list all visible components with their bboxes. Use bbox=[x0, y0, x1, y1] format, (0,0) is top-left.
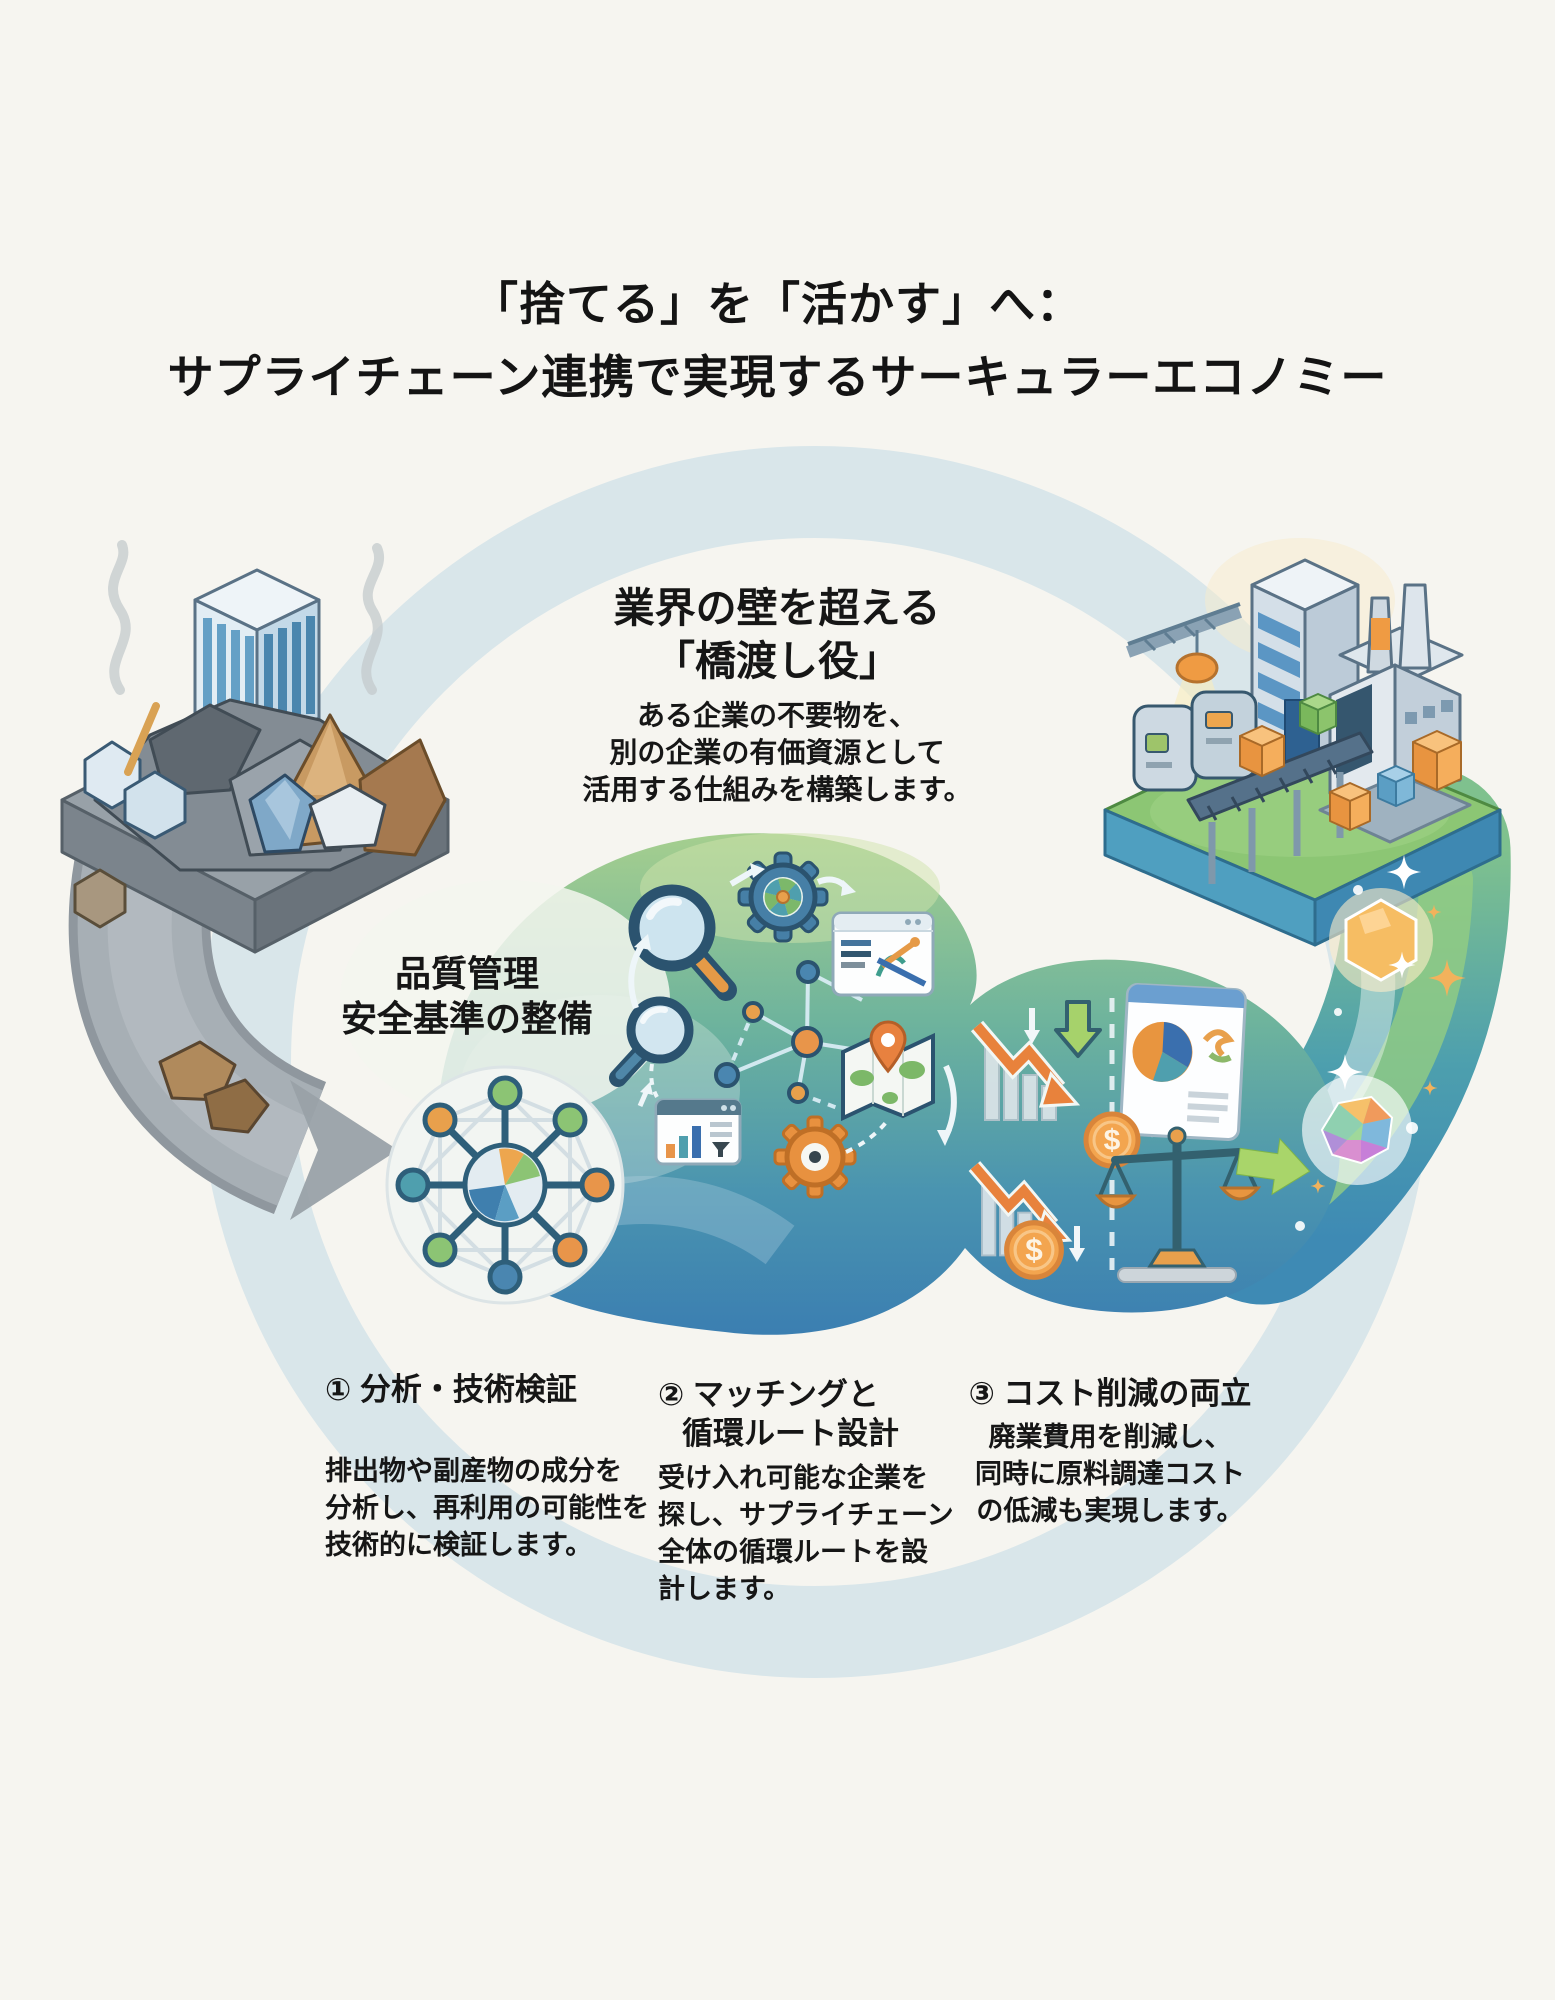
step-3-heading: ③ コスト削減の両立 bbox=[968, 1376, 1252, 1411]
title-line-2: サプライチェーン連携で実現するサーキュラーエコノミー bbox=[167, 351, 1388, 403]
step-2-body-line-2: 探し、サプライチェーン bbox=[658, 1500, 954, 1530]
step-2-matching: ② マッチングと 循環ルート設計 受け入れ可能な企業を 探し、サプライチェーン … bbox=[658, 1375, 1003, 1608]
orange-hexagon-gem-icon bbox=[1329, 888, 1433, 992]
step-2-body: 受け入れ可能な企業を 探し、サプライチェーン 全体の循環ルートを設 計します。 bbox=[658, 1460, 1003, 1608]
gem-sparkle-cluster bbox=[1295, 854, 1466, 1231]
step-2-heading-line-1: ② マッチングと bbox=[658, 1377, 879, 1412]
line-chart-window-icon bbox=[831, 911, 935, 997]
bridge-heading-line-2: 「橋渡し役」 bbox=[654, 638, 900, 684]
step-3-body-line-1: 廃業費用を削減し、 bbox=[988, 1422, 1232, 1452]
gear-fan-icon bbox=[737, 851, 829, 943]
pie-chart-window-icon bbox=[1119, 983, 1247, 1141]
factory-illustration bbox=[1103, 538, 1502, 947]
bridge-body-line-1: ある企業の不要物を、 bbox=[636, 700, 917, 731]
step-2-body-line-4: 計します。 bbox=[658, 1574, 791, 1604]
quality-line-1: 品質管理 bbox=[394, 953, 539, 994]
step-1-heading: ① 分析・技術検証 bbox=[325, 1372, 577, 1407]
step-2-body-line-3: 全体の循環ルートを設 bbox=[658, 1537, 928, 1567]
bridge-heading-line-1: 業界の壁を超える bbox=[613, 585, 941, 631]
step-3-body-line-2: 同時に原料調達コスト bbox=[975, 1459, 1245, 1489]
svg-text:$: $ bbox=[1104, 1124, 1121, 1157]
svg-text:$: $ bbox=[1025, 1232, 1043, 1268]
bridge-role-callout: 業界の壁を超える 「橋渡し役」 ある企業の不要物を、 別の企業の有価資源として … bbox=[477, 582, 1077, 808]
dollar-coin-icon: $ bbox=[1004, 1220, 1064, 1280]
green-down-arrow-icon bbox=[1054, 1000, 1102, 1058]
step-2-body-line-1: 受け入れ可能な企業を bbox=[658, 1463, 928, 1493]
sparkle-icon bbox=[1295, 854, 1466, 1231]
map-pin-icon bbox=[841, 1020, 935, 1122]
step-1-body-line-3: 技術的に検証します。 bbox=[325, 1530, 593, 1560]
waste-pile-illustration bbox=[60, 540, 450, 1134]
step-1-analysis: ① 分析・技術検証 排出物や副産物の成分を 分析し、再利用の可能性を 技術的に検… bbox=[325, 1370, 670, 1564]
bridge-body: ある企業の不要物を、 別の企業の有価資源として 活用する仕組みを構築します。 bbox=[477, 697, 1077, 808]
gear-icon bbox=[773, 1115, 857, 1199]
rainbow-gem-icon bbox=[1302, 1075, 1412, 1185]
bridge-body-line-2: 別の企業の有価資源として bbox=[609, 737, 945, 768]
step-1-body: 排出物や副産物の成分を 分析し、再利用の可能性を 技術的に検証します。 bbox=[325, 1453, 670, 1564]
step-1-body-line-2: 分析し、再利用の可能性を bbox=[325, 1493, 649, 1523]
magnifier-icon bbox=[628, 884, 737, 1001]
declining-chart-icon bbox=[970, 1020, 1081, 1121]
gray-flow-arrow-icon bbox=[290, 1080, 398, 1220]
step-3-body-line-3: の低減も実現します。 bbox=[976, 1496, 1244, 1526]
network-hub-icon bbox=[385, 1065, 625, 1305]
step-3-body: 廃業費用を削減し、 同時に原料調達コスト の低減も実現します。 bbox=[942, 1419, 1278, 1530]
quality-standards-label: 品質管理 安全基準の整備 bbox=[317, 951, 617, 1041]
magnifier-icon-small bbox=[609, 996, 694, 1087]
matching-icons-cluster bbox=[609, 851, 957, 1199]
network-graph-icon bbox=[714, 960, 871, 1114]
cost-icons-cluster: $ $ bbox=[968, 983, 1311, 1283]
page-title: 「捨てる」を「活かす」へ： サプライチェーン連携で実現するサーキュラーエコノミー bbox=[0, 268, 1555, 414]
bar-chart-window-icon bbox=[654, 1098, 742, 1166]
dashed-flow-arrows bbox=[628, 863, 957, 1154]
bridge-body-line-3: 活用する仕組みを構築します。 bbox=[582, 774, 972, 805]
step-2-heading-line-2: 循環ルート設計 bbox=[682, 1416, 899, 1451]
forward-arrow-icon bbox=[1235, 1137, 1311, 1196]
step-1-body-line-1: 排出物や副産物の成分を bbox=[325, 1456, 622, 1486]
quality-line-2: 安全基準の整備 bbox=[340, 998, 593, 1039]
title-line-1: 「捨てる」を「活かす」へ： bbox=[472, 278, 1083, 330]
step-3-cost-reduction: ③ コスト削減の両立 廃業費用を削減し、 同時に原料調達コスト の低減も実現しま… bbox=[942, 1374, 1278, 1530]
balance-scales-icon bbox=[1094, 1126, 1262, 1283]
